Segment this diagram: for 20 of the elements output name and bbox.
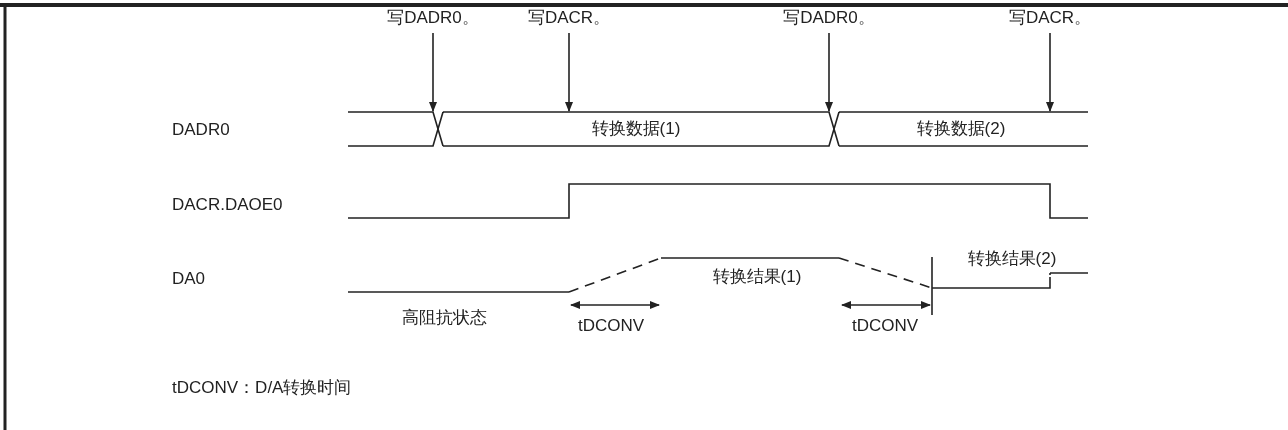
annotation-text: 写DADR0。 [387,9,479,27]
annotation-text: 写DACR。 [1008,9,1092,27]
value-label: 转换结果(2) [967,250,1057,268]
signal-name: DA0 [172,270,206,288]
footnote: tDCONV：D/A转换时间 [172,379,352,397]
arrow [565,32,573,112]
arrow [1046,32,1054,112]
value-label: 转换结果(1) [712,268,802,286]
bus-segment: 转换数据(1) [438,112,834,146]
state-label: 高阻抗状态 [401,309,487,327]
signal-name: DADR0 [172,121,230,139]
dimension-label: tDCONV [577,317,645,335]
annotation-text: 写DADR0。 [783,9,875,27]
bus-segment [348,112,438,146]
dimension-label: tDCONV [851,317,919,335]
arrow [429,32,437,112]
bus-segment: 转换数据(2) [834,112,1088,146]
annotation-text: 写DACR。 [527,9,611,27]
signal-name: DACR.DAOE0 [172,196,283,214]
arrow [825,32,833,112]
